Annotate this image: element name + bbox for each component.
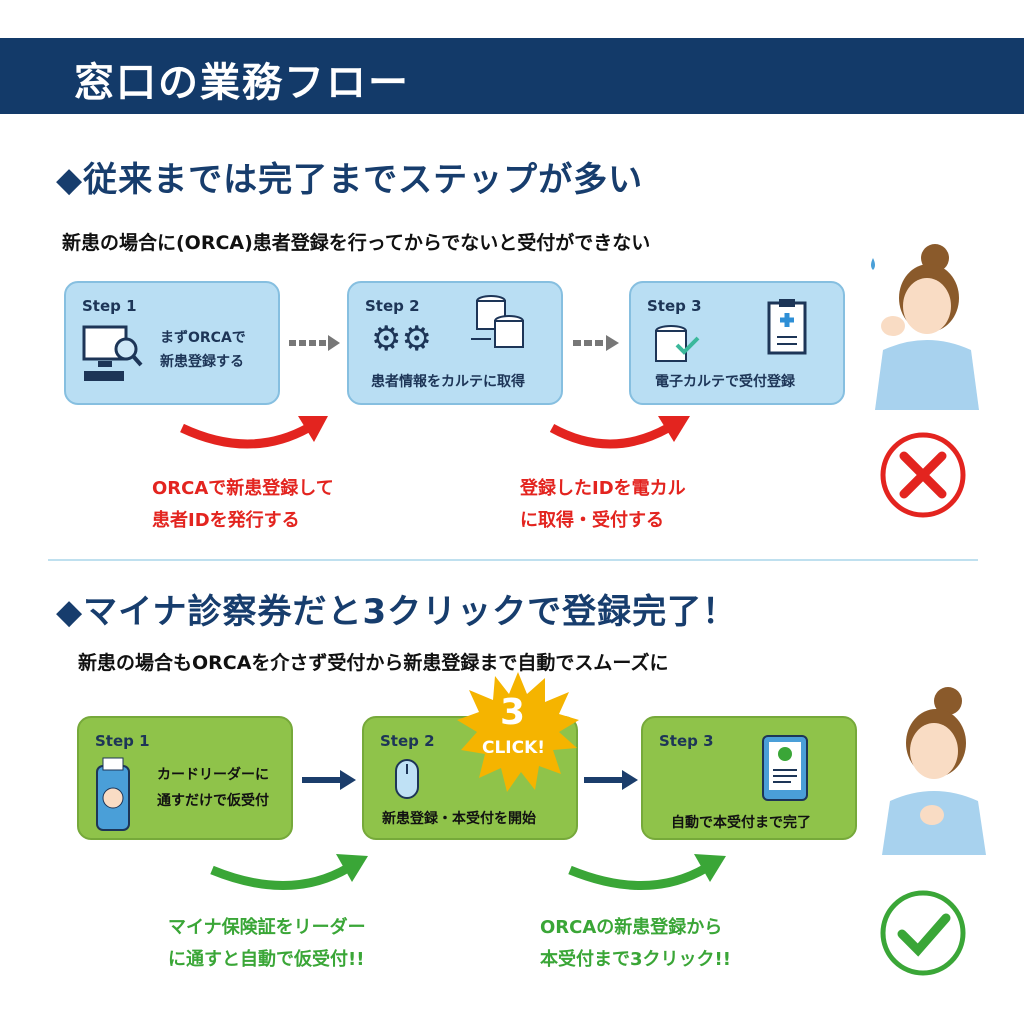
step-label: Step 2: [365, 297, 420, 315]
old-step-1: Step 1 まずORCAで 新患登録する: [64, 281, 280, 405]
note-line: に取得・受付する: [520, 510, 664, 531]
step-text: 電子カルテで受付登録: [655, 374, 795, 390]
section-divider: [48, 559, 978, 561]
header-bar: 窓口の業務フロー: [0, 38, 1024, 114]
happy-staff-illustration: [882, 687, 986, 855]
old-step-3: Step 3 電子カルテで受付登録: [629, 281, 845, 405]
step-label: Step 1: [95, 732, 150, 750]
note-line: ORCAで新患登録して: [152, 478, 334, 499]
note-line: に通すと自動で仮受付!!: [168, 949, 365, 970]
note-1: マイナ保険証をリーダーに通すと自動で仮受付!!: [168, 912, 366, 976]
check-circle-icon: [880, 890, 966, 976]
x-circle-icon: [880, 432, 966, 518]
computer-search-icon: [82, 325, 143, 381]
old-step-2: Step 2 ⚙⚙ 患者情報をカルテに取得: [347, 281, 563, 405]
new-step-1: Step 1 カードリーダーに 通すだけで仮受付: [77, 716, 293, 840]
section1-heading: ◆従来までは完了までステップが多い: [56, 160, 644, 200]
step-text: まずORCAで: [160, 330, 246, 346]
step-text: 自動で本受付まで完了: [671, 815, 811, 831]
database-check-icon: [655, 325, 700, 362]
note-line: 本受付まで3クリック!!: [540, 949, 731, 970]
red-curved-arrow-icon: [550, 416, 690, 449]
note-line: マイナ保険証をリーダー: [168, 917, 366, 938]
badge-text: CLICK!: [482, 738, 546, 758]
tablet-check-icon: [762, 735, 808, 801]
note-2: 登録したIDを電カルに取得・受付する: [520, 473, 686, 537]
badge-number: 3: [500, 692, 526, 733]
step-text: 新患登録する: [160, 354, 244, 370]
note-line: ORCAの新患登録から: [540, 917, 723, 938]
note-line: 患者IDを発行する: [152, 510, 300, 531]
mouse-icon: [395, 759, 419, 799]
step-label: Step 1: [82, 297, 137, 315]
step-text: カードリーダーに: [157, 767, 269, 783]
step-label: Step 2: [380, 732, 435, 750]
new-step-3: Step 3 自動で本受付まで完了: [641, 716, 857, 840]
note-line: 登録したIDを電カル: [520, 478, 686, 499]
id-card-reader-icon: [96, 757, 130, 831]
green-curved-arrow-icon: [568, 854, 726, 890]
clipboard-medical-icon: [767, 299, 807, 355]
database-transfer-icon: [471, 295, 524, 348]
step-text: 通すだけで仮受付: [157, 793, 269, 809]
step-label: Step 3: [659, 732, 714, 750]
worried-staff-illustration: [871, 244, 979, 410]
section2-subtitle: 新患の場合もORCAを介さず受付から新患登録まで自動でスムーズに: [78, 652, 669, 674]
arrow-right-icon: [584, 770, 638, 790]
note-1: ORCAで新患登録して患者IDを発行する: [152, 473, 334, 537]
note-2: ORCAの新患登録から本受付まで3クリック!!: [540, 912, 731, 976]
gears-icon: ⚙⚙: [371, 319, 432, 359]
step-text: 新患登録・本受付を開始: [382, 811, 536, 827]
click-starburst-badge: [457, 672, 579, 792]
section1-subtitle: 新患の場合に(ORCA)患者登録を行ってからでないと受付ができない: [62, 232, 651, 254]
section2-heading: ◆マイナ診察券だと3クリックで登録完了！: [56, 592, 738, 632]
step-text: 患者情報をカルテに取得: [371, 374, 525, 390]
step-label: Step 3: [647, 297, 702, 315]
red-curved-arrow-icon: [180, 416, 328, 449]
green-curved-arrow-icon: [210, 854, 368, 890]
dotted-arrow-icon: [573, 335, 619, 351]
dotted-arrow-icon: [289, 335, 340, 351]
page-title: 窓口の業務フロー: [74, 60, 410, 106]
arrow-right-icon: [302, 770, 356, 790]
